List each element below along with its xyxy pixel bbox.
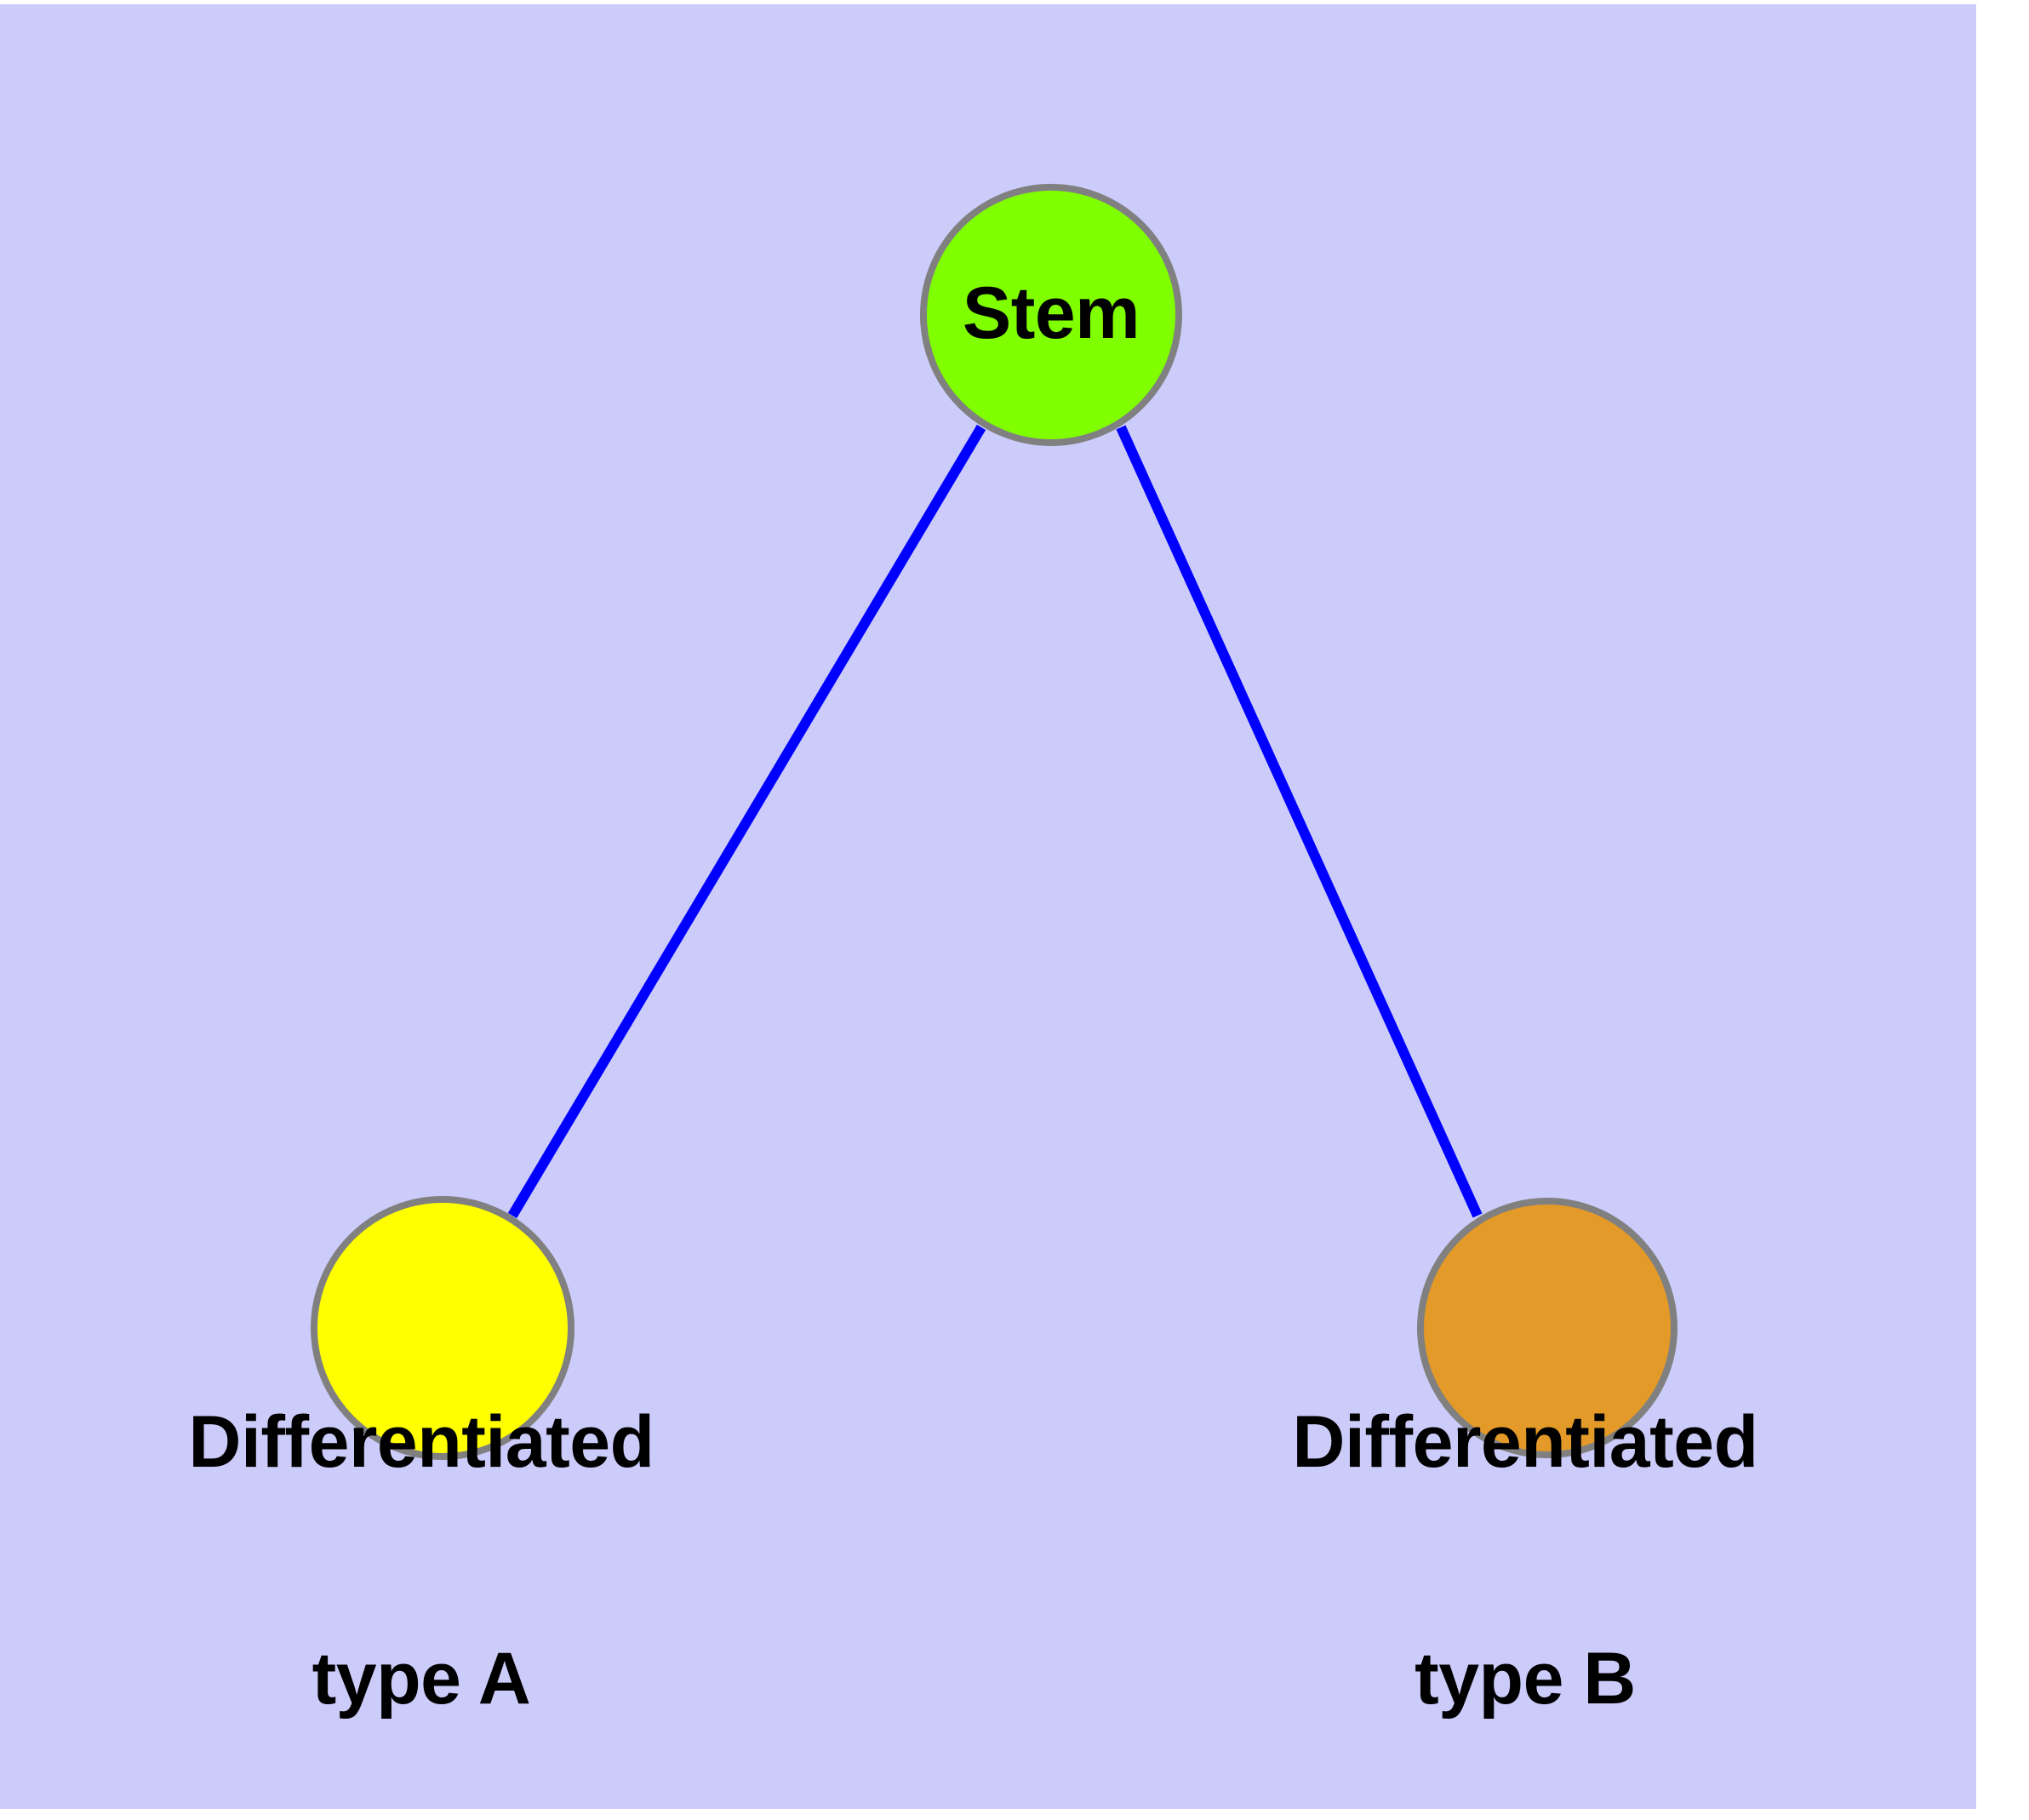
node-diff-a[interactable] xyxy=(311,1196,574,1460)
edge-layer xyxy=(507,424,1483,1219)
edge-stem-to-diff-b xyxy=(1116,425,1483,1218)
node-diff-b[interactable] xyxy=(1417,1198,1677,1458)
node-layer xyxy=(311,184,1677,1460)
edge-stem-to-diff-a xyxy=(507,424,986,1219)
node-stem[interactable] xyxy=(920,184,1182,446)
